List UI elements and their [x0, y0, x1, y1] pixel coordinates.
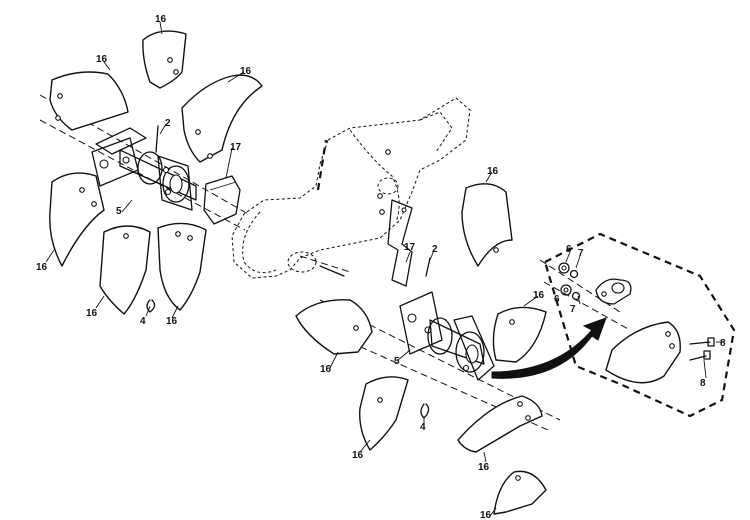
callout-6: 6: [554, 294, 560, 305]
right-hub-assembly: [399, 291, 495, 381]
clip-right: [420, 403, 430, 419]
tine-left-upper: [49, 71, 129, 131]
callout-16: 16: [320, 364, 332, 375]
left-hub-assembly: [91, 127, 197, 211]
bracket-left: [203, 175, 241, 225]
tine-left-lower-right: [157, 222, 207, 311]
callout-5: 5: [394, 356, 400, 367]
tine-right-bottom: [493, 470, 547, 515]
callout-16: 16: [480, 510, 492, 520]
callout-16: 16: [166, 316, 178, 327]
nut-lower: [560, 284, 572, 296]
tine-right-left: [295, 299, 373, 355]
detail-arrow: [491, 317, 607, 379]
tine-right-top: [461, 183, 513, 267]
callout-16: 16: [36, 262, 48, 273]
left-tine-assembly: [39, 30, 263, 315]
pin-left: [155, 125, 159, 153]
callout-8: 8: [720, 338, 726, 349]
callout-labels: 16 16 16 2 17 5 16 16 4 16 16 17 2 16 16…: [36, 14, 726, 520]
callout-16: 16: [487, 166, 499, 177]
callout-16: 16: [155, 14, 167, 25]
callout-16: 16: [478, 462, 490, 473]
callout-7: 7: [570, 304, 576, 315]
tine-left-top: [142, 30, 187, 89]
callout-4: 4: [140, 316, 146, 327]
callout-2: 2: [432, 244, 438, 255]
callout-16: 16: [533, 290, 545, 301]
tine-left-upper-right: [181, 74, 263, 163]
callout-16: 16: [96, 54, 108, 65]
callout-4: 4: [420, 422, 426, 433]
inset-hub-plate: [595, 278, 632, 305]
callout-16: 16: [352, 450, 364, 461]
nut-upper: [558, 262, 570, 274]
callout-16: 16: [240, 66, 252, 77]
callout-16: 16: [86, 308, 98, 319]
tine-left-lower-left: [49, 172, 105, 267]
tine-left-lower-mid: [99, 225, 151, 315]
tine-right-lower-mid: [457, 395, 543, 453]
callout-8: 8: [700, 378, 706, 389]
inset-tine: [605, 321, 681, 384]
callout-6: 6: [566, 244, 572, 255]
callout-17: 17: [404, 242, 416, 253]
pin-right: [425, 257, 431, 277]
bracket-right: [387, 199, 413, 287]
leader-lines: [45, 21, 722, 517]
callout-7: 7: [578, 248, 584, 259]
detail-inset: [491, 232, 736, 418]
transmission-housing: [231, 97, 471, 279]
tine-right-right: [492, 306, 547, 363]
callout-17: 17: [230, 142, 242, 153]
right-tine-assembly: [295, 183, 561, 515]
bolt-lower: [689, 355, 707, 361]
lockwasher-upper: [569, 269, 579, 279]
tine-right-lower-left: [359, 376, 409, 451]
callout-5: 5: [116, 206, 122, 217]
bolt-upper: [689, 341, 711, 345]
clip-left: [146, 299, 156, 313]
callout-2: 2: [165, 118, 171, 129]
